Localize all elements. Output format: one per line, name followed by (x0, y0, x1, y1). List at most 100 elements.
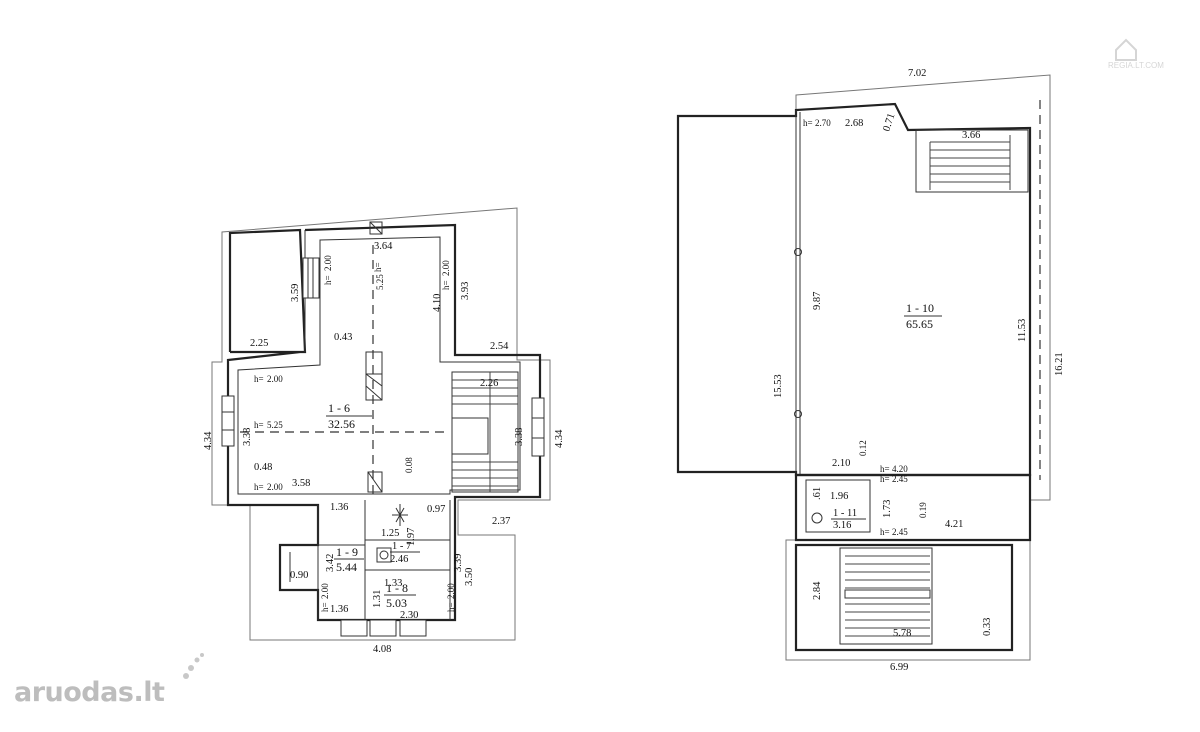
dim-label: 3.42 (325, 554, 336, 572)
dim-label: 1.25 (381, 528, 399, 539)
dim-label: 3.66 (962, 130, 980, 141)
dim-label: 15.53 (773, 374, 784, 398)
dim-label: 1.36 (330, 502, 348, 513)
dim-label: 2.00 (267, 482, 283, 492)
dim-label: 0.43 (334, 332, 352, 343)
dim-label: 2.25 (250, 338, 268, 349)
dim-label: 3.50 (464, 568, 475, 586)
dim-label: 4.21 (945, 519, 963, 530)
dim-label: .61 (812, 487, 823, 500)
dim-label: 4.08 (373, 644, 391, 655)
left-staircase (451, 371, 519, 493)
dim-label: 2.45 (892, 474, 908, 484)
dim-label: 1.97 (406, 528, 417, 546)
dim-label: h= (446, 602, 456, 612)
room-id: 1 - 10 (906, 301, 934, 315)
dim-label: 0.71 (881, 112, 897, 133)
brand-logo[interactable]: aruodas.lt (14, 677, 165, 708)
dim-label: 0.97 (427, 504, 445, 515)
dim-label: 0.33 (982, 618, 993, 636)
room-area: 5.03 (386, 596, 407, 610)
brand-smoke-icon (183, 653, 204, 679)
dim-label: 2.00 (320, 583, 330, 599)
right-floor-plan: 7.02 h= 2.70 2.68 0.71 3.66 9.87 15.53 1… (676, 68, 1065, 673)
dim-label: 0.90 (290, 570, 308, 581)
dim-label: h= (254, 420, 264, 430)
dim-label: 5.78 (893, 628, 911, 639)
dim-label: 3.58 (292, 478, 310, 489)
room-id: 1 - 9 (336, 545, 358, 559)
dim-label: h= (323, 275, 333, 285)
right-main-room-wall (676, 102, 1032, 477)
room-area: 32.56 (328, 417, 355, 431)
dim-label: 4.20 (892, 464, 908, 474)
dim-label: 2.00 (267, 374, 283, 384)
room-id: 1 - 6 (328, 401, 350, 415)
right-top-staircase (915, 129, 1029, 193)
room-area: 2.46 (390, 554, 408, 565)
dim-label: 3.39 (453, 554, 464, 572)
dim-label: h= (254, 482, 264, 492)
dim-label: 1.31 (372, 590, 383, 608)
dim-label: 5.25 (267, 420, 283, 430)
dim-label: 2.84 (812, 581, 823, 600)
dim-label: 1.73 (882, 500, 893, 518)
dim-label: 3.38 (242, 428, 253, 446)
dim-label: h= (441, 280, 451, 290)
dim-label: h= (254, 374, 264, 384)
dim-label: 0.08 (404, 457, 414, 473)
dim-label: h= (880, 527, 890, 537)
dim-label: 2.00 (446, 583, 456, 599)
dim-label: 3.64 (374, 241, 393, 252)
svg-text:REGIA.LT.COM: REGIA.LT.COM (1108, 61, 1164, 70)
dim-label: h= (320, 602, 330, 612)
left-inner-wall (237, 236, 521, 495)
room-id: 1 - 7 (392, 541, 411, 552)
dim-label: h= (373, 262, 383, 272)
dim-label: 2.00 (323, 255, 333, 271)
dim-label: 1.96 (830, 491, 848, 502)
dim-label: 0.48 (254, 462, 272, 473)
dim-label: 2.26 (480, 378, 498, 389)
room-id: 1 - 11 (833, 508, 857, 519)
dim-label: 16.21 (1054, 352, 1065, 376)
dim-label: h= (880, 464, 890, 474)
dim-label: h= (803, 118, 813, 128)
dim-label: 11.53 (1017, 319, 1028, 342)
dim-label: 3.38 (514, 428, 525, 446)
dim-label: 2.00 (441, 260, 451, 276)
dim-label: 4.34 (554, 429, 565, 448)
dim-label: 6.99 (890, 662, 908, 673)
dim-label: 5.25 (375, 274, 385, 290)
watermark-logo: REGIA.LT.COM (1108, 38, 1164, 70)
dim-label: 4.34 (203, 431, 214, 450)
dim-label: 2.70 (815, 118, 831, 128)
dim-label: 2.45 (892, 527, 908, 537)
dim-label: 1.33 (384, 578, 402, 589)
dim-label: 0.12 (858, 440, 868, 456)
dim-label: 2.30 (400, 610, 418, 621)
room-area: 5.44 (336, 560, 357, 574)
dim-label: 2.68 (845, 118, 863, 129)
brand-name: aruodas (14, 677, 134, 708)
dim-label: h= (880, 474, 890, 484)
room-area: 3.16 (833, 520, 851, 531)
dim-label: 2.54 (490, 341, 509, 352)
right-site-outline (785, 74, 1051, 661)
dim-label: 3.59 (290, 284, 301, 302)
dim-label: 9.87 (812, 292, 823, 310)
dim-label: 0.19 (918, 502, 928, 518)
dim-label: 2.37 (492, 516, 510, 527)
dim-label: 2.10 (832, 458, 850, 469)
dim-label: 4.10 (432, 294, 443, 312)
dim-label: 7.02 (908, 68, 926, 79)
room-id: 1 - 8 (386, 581, 408, 595)
left-floor-plan: 3.64 5.25 h= h=2.00 h=2.00 3.59 4.10 3.9… (203, 207, 565, 655)
room-area: 65.65 (906, 317, 933, 331)
left-site-outline (211, 207, 551, 641)
brand-tld: .lt (133, 677, 165, 708)
dim-label: 1.36 (330, 604, 348, 615)
dim-label: 3.93 (460, 282, 471, 300)
right-bottom-staircase (839, 547, 933, 645)
